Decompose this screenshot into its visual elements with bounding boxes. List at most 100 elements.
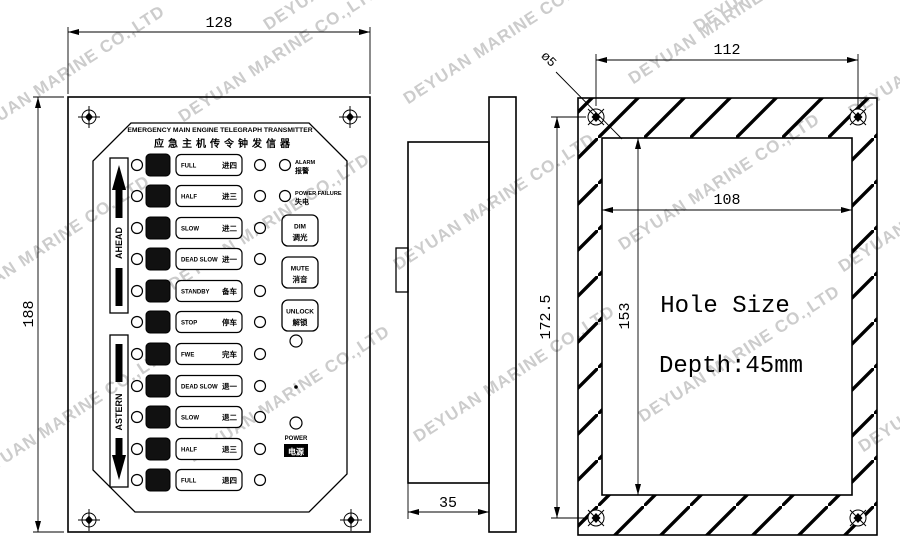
row-button: [145, 342, 171, 366]
screw-hole: [340, 509, 362, 531]
row-lamp-right: [253, 347, 267, 361]
screw-hole: [849, 509, 867, 527]
power-label-zh: 电源: [288, 447, 304, 457]
row-button: [145, 468, 171, 492]
row-lamp-right: [253, 252, 267, 266]
row-label-en: DEAD SLOW: [181, 258, 218, 264]
keyhole: [289, 334, 303, 348]
row-label-zh: 进一: [222, 254, 237, 264]
mute-button-label-en: MUTE: [291, 266, 310, 273]
screw-hole: [78, 106, 100, 128]
power-failure-label-zh: 失电: [295, 197, 309, 206]
row-label-plate: [175, 153, 243, 177]
power-label-en: POWER: [285, 436, 308, 442]
dim-hole-height: 153: [617, 138, 641, 495]
unlock-button: UNLOCK 解锁: [281, 299, 319, 332]
row-button: [145, 153, 171, 177]
row-lamp-left: [130, 189, 144, 203]
alarm-label-zh: 报警: [295, 166, 309, 175]
ahead-label: AHEAD: [114, 227, 124, 260]
screw-hole: [587, 509, 605, 527]
power-label-box: [284, 444, 308, 457]
power-failure-lamp: [278, 189, 292, 203]
side-view: 35: [395, 96, 517, 533]
alarm-indicator: ALARM 报警: [278, 158, 316, 175]
buzzer-dot: [294, 385, 298, 389]
mute-button: MUTE 消音: [281, 256, 319, 289]
row-label-plate: [175, 342, 243, 366]
row-label-plate: [175, 216, 243, 240]
dim-depth: 35: [407, 483, 489, 519]
row-label-en: FULL: [181, 164, 197, 170]
row-label-en: FULL: [181, 479, 197, 485]
row-label-en: FWE: [181, 353, 194, 359]
row-lamp-right: [253, 315, 267, 329]
dim-button-label-en: DIM: [294, 224, 306, 231]
row-lamp-left: [130, 442, 144, 456]
dim-front-width: 128: [67, 15, 371, 94]
alarm-lamp: [278, 158, 292, 172]
row-label-zh: 退一: [222, 382, 237, 391]
row-button: [145, 247, 171, 271]
dim-button: DIM 调光: [281, 214, 319, 247]
dim-front-height: 188: [21, 96, 64, 533]
row-button: [145, 216, 171, 240]
row-lamp-left: [130, 379, 144, 393]
row-label-plate: [175, 468, 243, 492]
telegraph-row: FWE 完车: [130, 342, 267, 366]
row-label-zh: 进四: [222, 160, 237, 170]
unlock-button-label-en: UNLOCK: [286, 309, 314, 316]
row-lamp-right: [253, 284, 267, 298]
row-label-zh: 退三: [222, 445, 237, 454]
hole-depth-note: Depth:45mm: [659, 353, 803, 380]
dim-hole-spacing-h: 112: [595, 42, 859, 106]
front-view: 128 188: [21, 15, 371, 533]
faceplate-outline: [92, 122, 348, 513]
dim-188-label: 188: [21, 300, 38, 327]
astern-label: ASTERN: [114, 393, 124, 430]
ahead-arrow: AHEAD: [109, 157, 129, 314]
row-lamp-right: [253, 189, 267, 203]
row-button: [145, 279, 171, 303]
telegraph-row: FULL 退四: [130, 468, 267, 492]
screw-hole: [587, 108, 605, 126]
dia-5-label: ø5: [538, 49, 560, 71]
telegraph-row: STOP 停车: [130, 310, 267, 334]
row-lamp-right: [253, 379, 267, 393]
row-label-en: HALF: [181, 448, 197, 454]
row-label-en: DEAD SLOW: [181, 385, 218, 391]
row-label-en: SLOW: [181, 227, 199, 233]
row-label-en: HALF: [181, 195, 197, 201]
cutout-hole: [601, 137, 853, 496]
row-label-plate: [175, 184, 243, 208]
mute-button-label-zh: 消音: [293, 274, 308, 284]
telegraph-row: FULL 进四: [130, 153, 267, 177]
row-lamp-left: [130, 347, 144, 361]
row-label-zh: 进三: [222, 191, 237, 201]
row-label-plate: [175, 374, 243, 398]
row-lamp-left: [130, 252, 144, 266]
row-lamp-right: [253, 473, 267, 487]
panel-title-zh: 应急主机传令钟发信器: [154, 137, 294, 150]
telegraph-row: STANDBY 备车: [130, 279, 267, 303]
row-lamp-left: [130, 158, 144, 172]
dim-hole-width: 108: [602, 192, 852, 213]
row-button: [145, 374, 171, 398]
row-label-plate: [175, 247, 243, 271]
side-gland: [395, 247, 409, 293]
telegraph-row: HALF 退三: [130, 437, 267, 461]
front-panel-outline: [67, 96, 371, 533]
power-failure-indicator: POWER FAILURE 失电: [278, 189, 342, 206]
row-button: [145, 405, 171, 429]
row-button: [145, 310, 171, 334]
power-label: POWER 电源: [284, 436, 308, 457]
telegraph-row: HALF 进三: [130, 184, 267, 208]
row-label-zh: 进二: [222, 223, 237, 233]
row-lamp-right: [253, 442, 267, 456]
unlock-button-label-zh: 解锁: [293, 317, 308, 327]
row-label-plate: [175, 437, 243, 461]
dim-35-label: 35: [439, 495, 457, 512]
cutout-outer: [577, 97, 878, 536]
astern-arrow: ASTERN: [109, 334, 129, 488]
